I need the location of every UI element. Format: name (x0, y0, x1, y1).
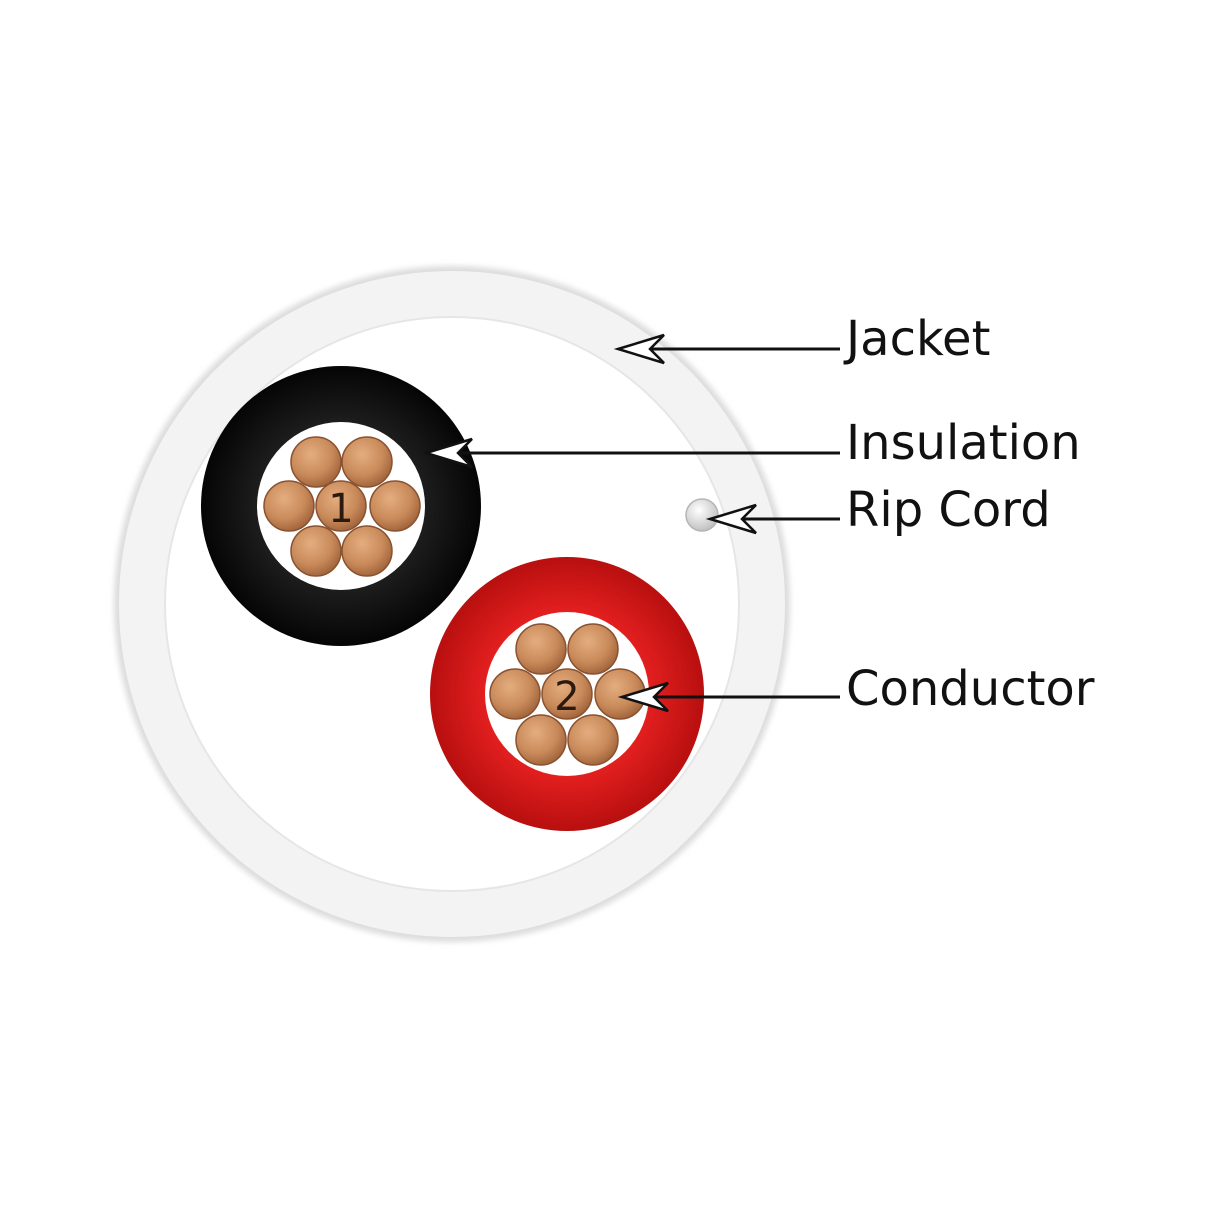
insulation-leader (421, 437, 840, 469)
wire-2-strand (541, 668, 593, 720)
wire-2-strand (567, 714, 619, 766)
wire-1: 1 (201, 366, 481, 646)
wire-2: 2 (430, 557, 704, 831)
wire-1-number: 1 (328, 486, 353, 532)
rip-cord (685, 498, 719, 532)
jacket-ring (119, 271, 785, 937)
wire-1-strand (341, 525, 393, 577)
wire-1-strand (290, 525, 342, 577)
rip-cord-label: Rip Cord (846, 482, 1051, 538)
wire-1-strand (263, 480, 315, 532)
wire-1-strand (341, 436, 393, 488)
wire-2-conductor (489, 623, 646, 766)
wire-1-strand (315, 480, 367, 532)
wire-1-conductor (263, 436, 421, 577)
wire-1-strand (290, 436, 342, 488)
insulation-label: Insulation (846, 415, 1081, 471)
conductor-leader (617, 681, 840, 713)
wire-2-number: 2 (554, 674, 579, 720)
callout-leaders (421, 333, 840, 713)
jacket-leader (613, 333, 840, 365)
conductor-label: Conductor (846, 661, 1095, 717)
wire-1-strand (369, 480, 421, 532)
wire-2-strand (515, 623, 567, 675)
wire-2-strand (515, 714, 567, 766)
jacket-label: Jacket (843, 311, 990, 367)
wire-2-strand (489, 668, 541, 720)
rip-cord-leader (705, 503, 840, 535)
wire-2-strand (567, 623, 619, 675)
